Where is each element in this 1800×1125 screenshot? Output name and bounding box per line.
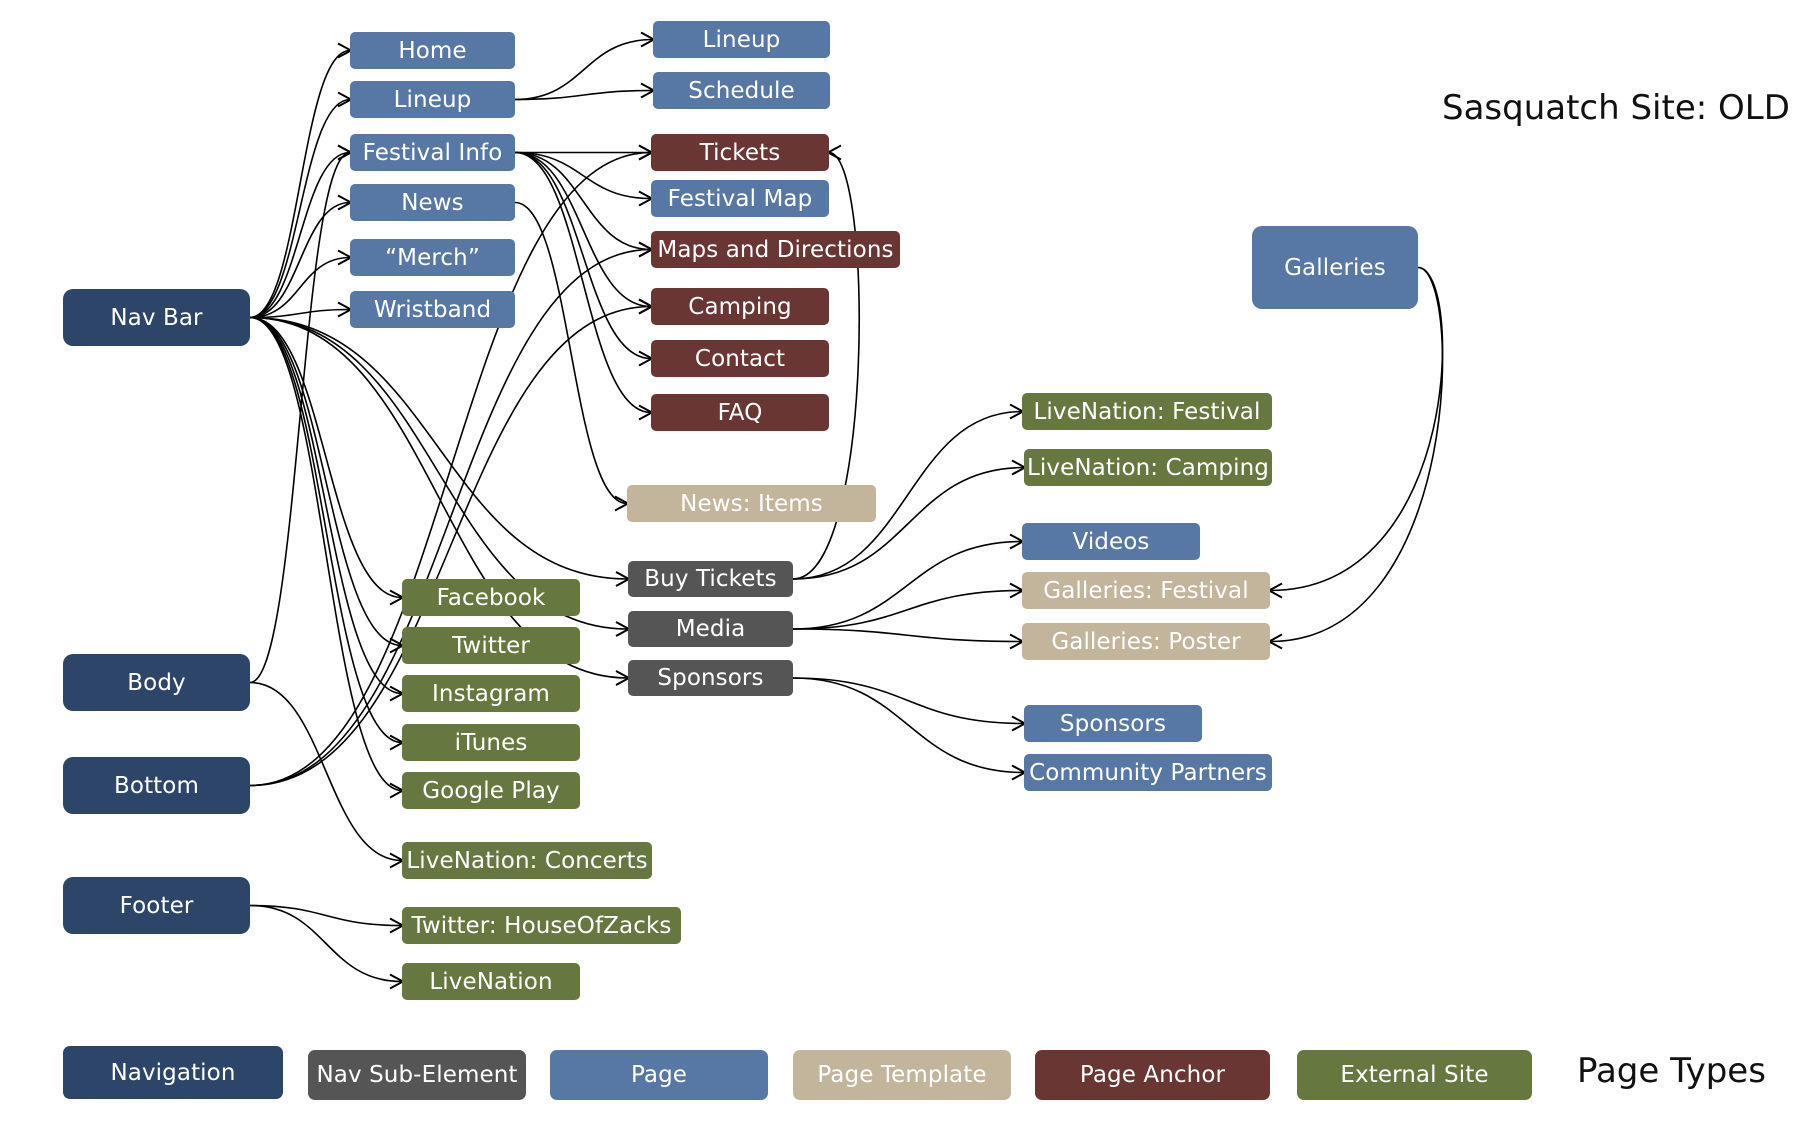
edge-buytickets-to-lncamping: [792, 468, 1024, 580]
legend-nav-sub-element: Nav Sub-Element: [308, 1050, 526, 1100]
edge-bottom-to-camping: [249, 307, 651, 787]
node-livenation-camping[interactable]: LiveNation: Camping: [1024, 449, 1272, 486]
node-camping[interactable]: Camping: [651, 288, 829, 325]
legend-external-site: External Site: [1297, 1050, 1532, 1100]
edge-navbar-to-twitter: [249, 316, 402, 646]
edge-festinfo-to-faq: [514, 151, 651, 413]
node-facebook[interactable]: Facebook: [402, 579, 580, 616]
node-nav-bar[interactable]: Nav Bar: [63, 289, 250, 346]
node-buy-tickets[interactable]: Buy Tickets: [628, 561, 793, 597]
edge-buytickets-to-tickets: [792, 153, 861, 580]
edge-festinfo-to-camping: [514, 151, 651, 307]
edge-sponsorsub-to-community: [792, 677, 1024, 773]
node-news[interactable]: News: [350, 184, 515, 221]
node-livenation[interactable]: LiveNation: [402, 963, 580, 1000]
edge-media-to-galposter: [792, 628, 1022, 642]
node-sponsors-page[interactable]: Sponsors: [1024, 705, 1202, 742]
node-twitter-houseofzacks[interactable]: Twitter: HouseOfZacks: [402, 907, 681, 944]
edge-footer-to-livenation: [249, 904, 402, 982]
node-festival-info[interactable]: Festival Info: [350, 134, 515, 171]
edge-navbar-to-googleplay: [249, 316, 402, 791]
edge-footer-to-twhouse: [249, 904, 402, 926]
node-lineup-sub[interactable]: Lineup: [653, 21, 830, 58]
edge-navbar-to-home: [249, 51, 350, 319]
node-faq[interactable]: FAQ: [651, 394, 829, 431]
legend-page-anchor: Page Anchor: [1035, 1050, 1270, 1100]
node-twitter[interactable]: Twitter: [402, 627, 580, 664]
node-lineup[interactable]: Lineup: [350, 81, 515, 118]
node-wristband[interactable]: Wristband: [350, 291, 515, 328]
edge-media-to-galfest: [792, 591, 1022, 630]
edge-buytickets-to-lnfestival: [792, 412, 1022, 580]
edge-body-to-lnconcerts: [249, 681, 402, 861]
edge-media-to-videos: [792, 542, 1022, 630]
legend-page: Page: [550, 1050, 768, 1100]
node-galleries-festival[interactable]: Galleries: Festival: [1022, 572, 1270, 609]
node-festival-map[interactable]: Festival Map: [651, 180, 829, 217]
edge-festinfo-to-contact: [514, 151, 651, 359]
node-livenation-concerts[interactable]: LiveNation: Concerts: [402, 842, 652, 879]
node-community-partners[interactable]: Community Partners: [1024, 754, 1272, 791]
node-schedule[interactable]: Schedule: [653, 72, 830, 109]
diagram-title: Sasquatch Site: OLD: [1442, 88, 1790, 128]
node-galleries-poster[interactable]: Galleries: Poster: [1022, 623, 1270, 660]
node-body[interactable]: Body: [63, 654, 250, 711]
node-sponsors-sub[interactable]: Sponsors: [628, 660, 793, 696]
legend-title: Page Types: [1577, 1051, 1766, 1091]
edge-lineup1-to-lineup2: [514, 40, 653, 101]
node-livenation-festival[interactable]: LiveNation: Festival: [1022, 393, 1272, 430]
edge-galleries-to-galfest: [1270, 266, 1444, 591]
node-home[interactable]: Home: [350, 32, 515, 69]
edge-galleries-to-galposter: [1270, 266, 1444, 642]
node-itunes[interactable]: iTunes: [402, 724, 580, 761]
edge-navbar-to-buytickets: [249, 316, 628, 580]
edge-navbar-to-merch: [249, 258, 350, 319]
node-bottom[interactable]: Bottom: [63, 757, 250, 814]
node-tickets[interactable]: Tickets: [651, 134, 829, 171]
edge-bottom-to-maps: [249, 250, 651, 787]
edge-body-to-festinfo: [249, 153, 350, 684]
legend-page-template: Page Template: [793, 1050, 1011, 1100]
node-galleries[interactable]: Galleries: [1252, 226, 1418, 309]
edge-navbar-to-instagram: [249, 316, 402, 694]
node-maps-and-directions[interactable]: Maps and Directions: [651, 231, 900, 268]
edge-navbar-to-wristband: [249, 310, 350, 319]
node-media[interactable]: Media: [628, 611, 793, 647]
edge-news-to-newsitems: [514, 201, 627, 504]
edge-navbar-to-lineup1: [249, 100, 350, 319]
edge-sponsorsub-to-sponsorspage: [792, 677, 1024, 724]
edge-navbar-to-news: [249, 203, 350, 319]
node-instagram[interactable]: Instagram: [402, 675, 580, 712]
node-merch[interactable]: “Merch”: [350, 239, 515, 276]
edge-lineup1-to-schedule: [514, 91, 653, 101]
edge-navbar-to-itunes: [249, 316, 402, 743]
edge-navbar-to-sponsorsub: [249, 316, 628, 679]
edge-festinfo-to-maps: [514, 151, 651, 250]
node-contact[interactable]: Contact: [651, 340, 829, 377]
node-videos[interactable]: Videos: [1022, 523, 1200, 560]
node-footer[interactable]: Footer: [63, 877, 250, 934]
node-news-items[interactable]: News: Items: [627, 485, 876, 522]
edge-navbar-to-facebook: [249, 316, 402, 598]
edge-navbar-to-festinfo: [249, 153, 350, 319]
node-google-play[interactable]: Google Play: [402, 772, 580, 809]
legend-navigation: Navigation: [63, 1046, 283, 1099]
edge-festinfo-to-festmap: [514, 151, 651, 199]
